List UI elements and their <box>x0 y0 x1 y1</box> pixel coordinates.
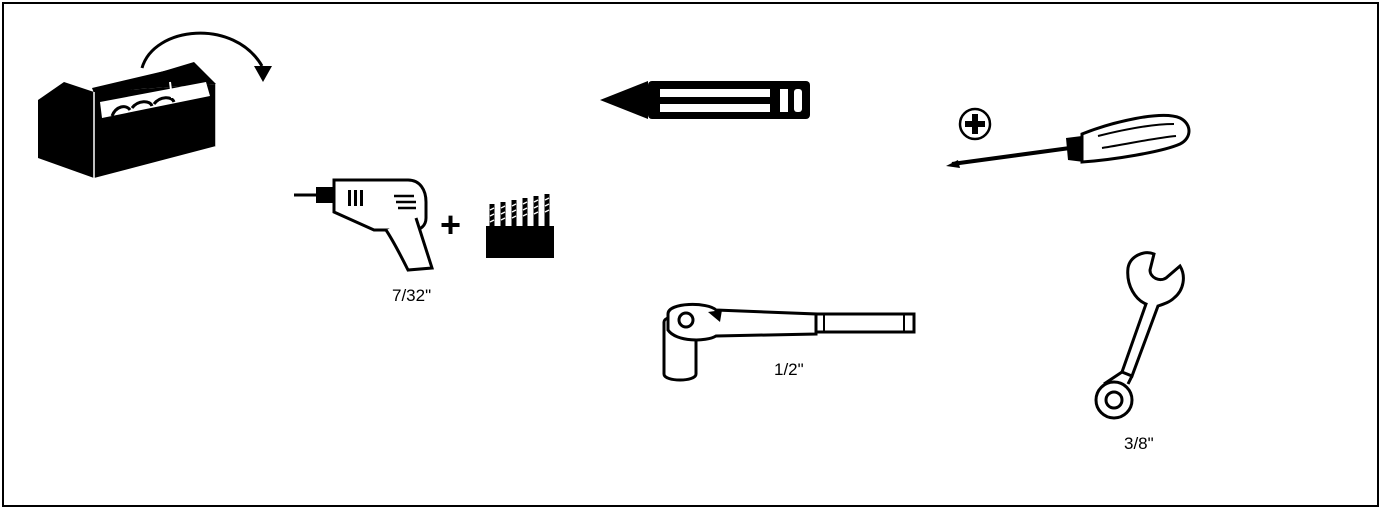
power-drill-icon <box>294 178 435 272</box>
socket-size-label: 1/2" <box>774 360 804 379</box>
wrench-size-label: 3/8" <box>1124 434 1154 453</box>
curved-arrow-icon <box>140 31 264 69</box>
phillips-plus-icon <box>958 107 992 141</box>
phillips-screwdriver-icon <box>946 113 1191 168</box>
drill-bits-icon <box>486 194 554 258</box>
pencil-icon <box>600 81 810 119</box>
socket-ratchet-icon <box>662 303 916 382</box>
combination-wrench-icon <box>1094 251 1185 420</box>
toolbox-icon <box>38 31 272 178</box>
combine-plus-symbol: + <box>440 204 462 245</box>
drill-bit-size-label: 7/32" <box>392 286 432 305</box>
